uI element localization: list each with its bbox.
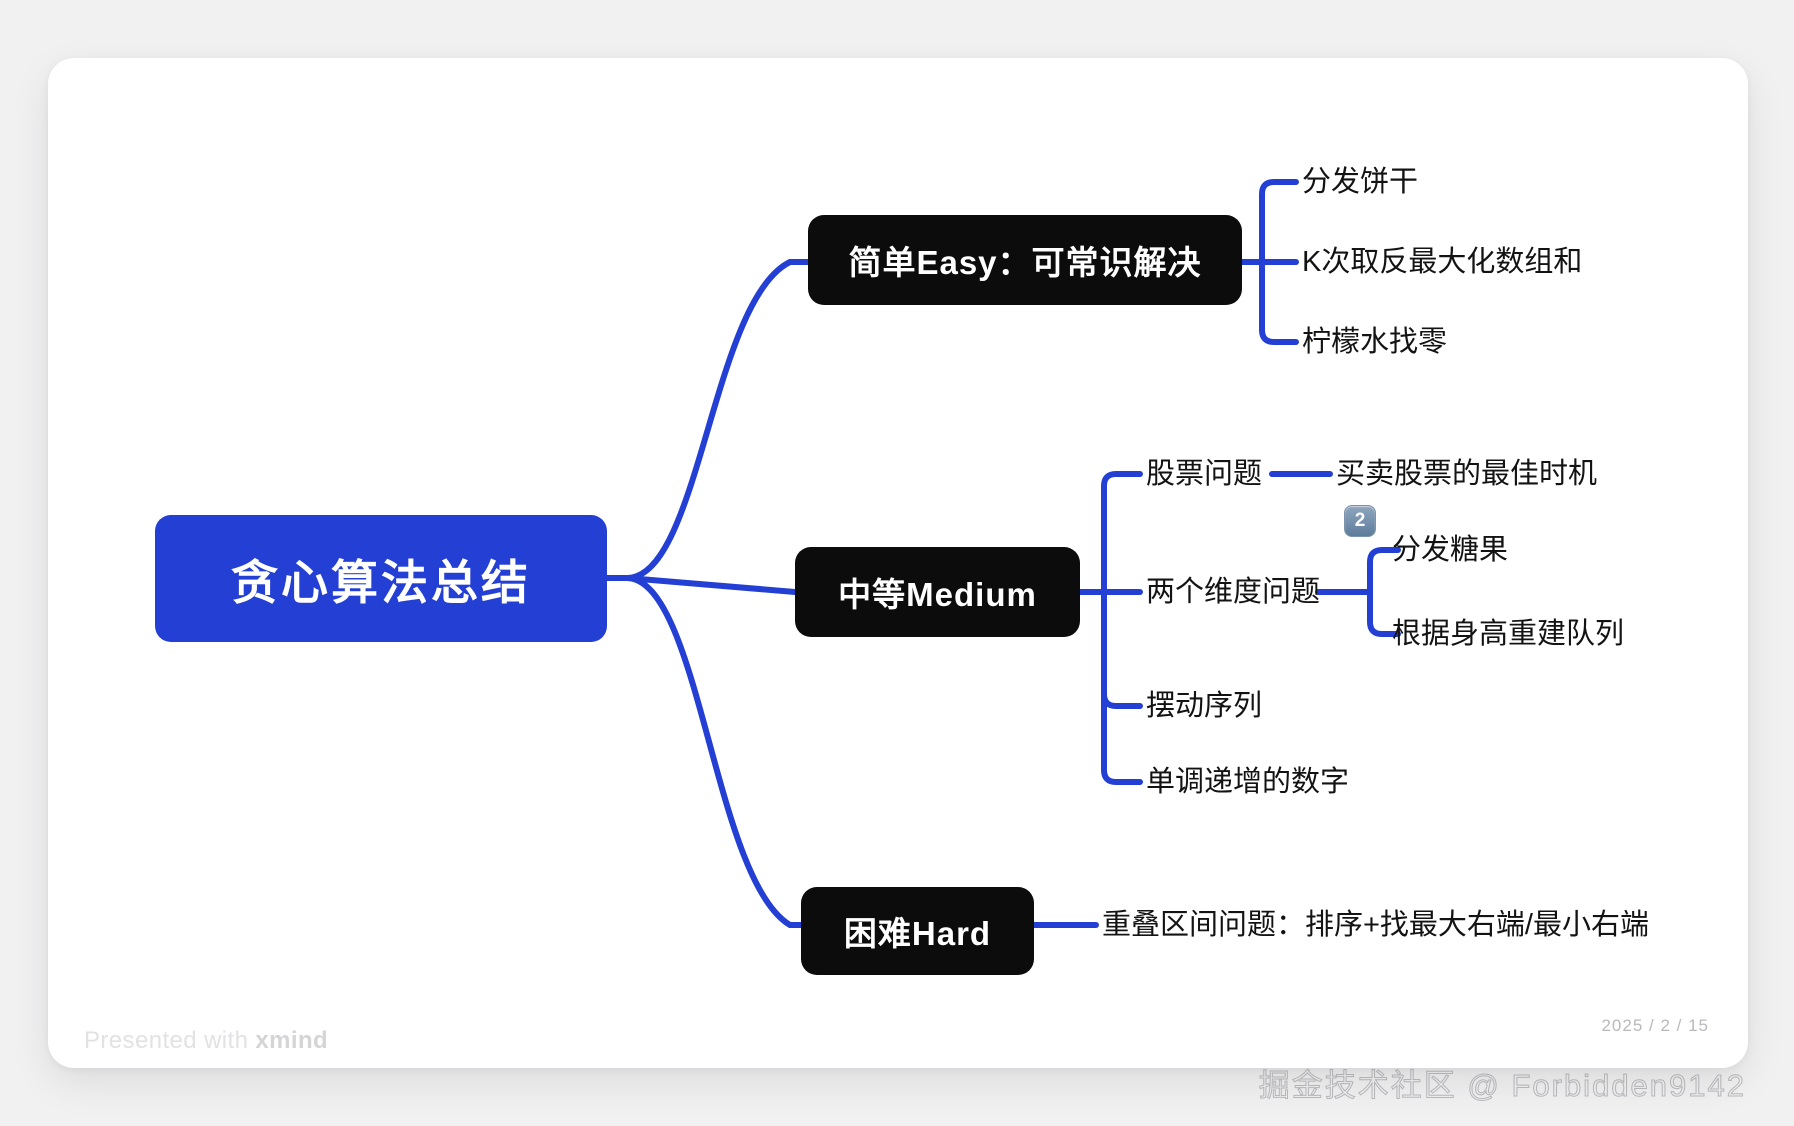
branch-node-hard-label: 困难Hard <box>843 915 992 952</box>
root-node-label: 贪心算法总结 <box>231 556 531 609</box>
leaf-medium-stock[interactable]: 股票问题 <box>1146 458 1263 490</box>
leaf-medium-stock-child[interactable]: 买卖股票的最佳时机 <box>1336 458 1598 490</box>
xmind-watermark-prefix: Presented with <box>84 1027 256 1054</box>
branch-node-easy[interactable]: 简单Easy：可常识解决 <box>808 215 1242 305</box>
branch-node-medium[interactable]: 中等Medium <box>795 547 1080 637</box>
date-label: 2025 / 2 / 15 <box>1601 1016 1709 1035</box>
leaf-easy-1[interactable]: K次取反最大化数组和 <box>1302 246 1583 278</box>
leaf-hard-0[interactable]: 重叠区间问题：排序+找最大右端/最小右端 <box>1102 909 1649 941</box>
count-badge: 2 <box>1344 505 1376 537</box>
leaf-medium-twodim-child-1[interactable]: 根据身高重建队列 <box>1392 618 1625 650</box>
root-node[interactable]: 贪心算法总结 <box>155 515 607 642</box>
branch-node-medium-label: 中等Medium <box>838 576 1037 613</box>
branch-node-easy-label: 简单Easy：可常识解决 <box>848 244 1202 281</box>
leaf-easy-0[interactable]: 分发饼干 <box>1302 166 1419 198</box>
xmind-watermark: Presented with xmind <box>84 1027 328 1055</box>
xmind-brand: xmind <box>255 1027 329 1054</box>
branch-node-hard[interactable]: 困难Hard <box>801 887 1034 975</box>
attribution-watermark: 掘金技术社区 @ Forbidden9142 <box>1258 1068 1746 1104</box>
leaf-medium-wiggle[interactable]: 摆动序列 <box>1146 690 1263 722</box>
leaf-medium-twodim[interactable]: 两个维度问题 <box>1146 576 1321 608</box>
leaf-medium-twodim-child-0[interactable]: 分发糖果 <box>1392 534 1509 566</box>
leaf-medium-monotonic[interactable]: 单调递增的数字 <box>1146 766 1350 798</box>
leaf-easy-2[interactable]: 柠檬水找零 <box>1302 326 1448 358</box>
